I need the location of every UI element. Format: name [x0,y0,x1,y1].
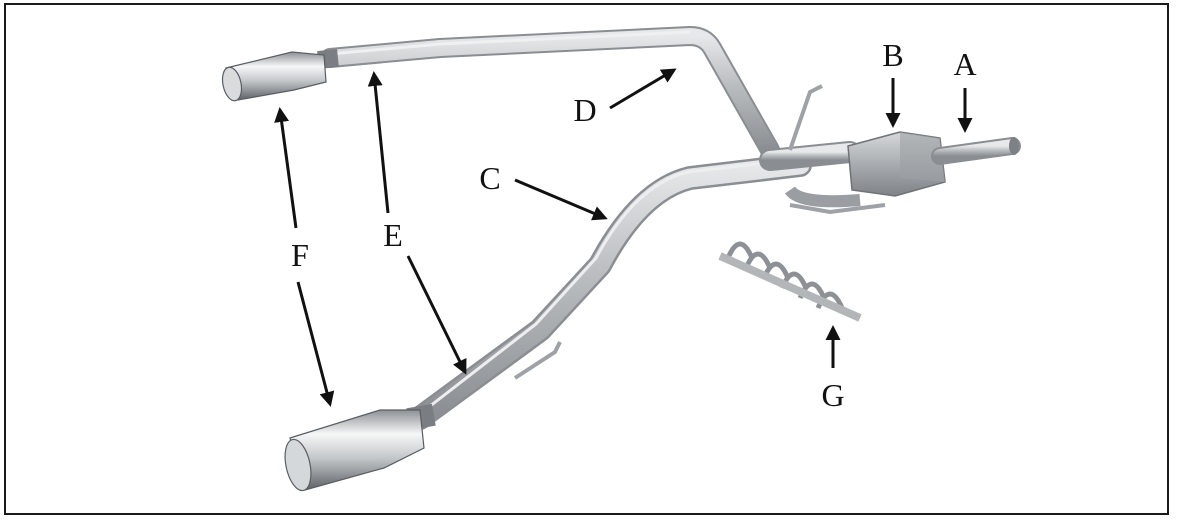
upper-pipe [330,32,770,150]
label-g: G [821,379,844,411]
label-c: C [479,162,500,194]
arrow-f-up [280,110,296,228]
arrow-e-down [408,256,465,372]
label-d: D [573,94,596,126]
lower-tip [281,404,436,493]
label-b: B [882,39,903,71]
lower-pipe [420,159,800,418]
label-a: A [953,48,976,80]
arrow-d [610,70,674,108]
clamp-set [720,244,860,318]
arrow-c [515,180,605,218]
inlet-pipe-a [940,137,1019,156]
arrow-e-up [374,74,388,213]
hanger-rod-upper [790,86,822,150]
label-e: E [383,219,403,251]
muffler [848,132,945,196]
label-f: F [291,239,309,271]
upper-tip [220,49,339,102]
arrow-f-down [298,282,330,404]
